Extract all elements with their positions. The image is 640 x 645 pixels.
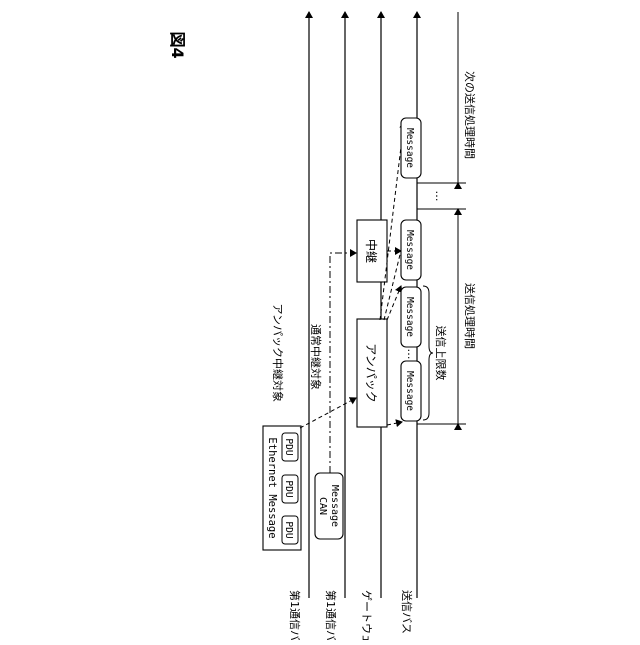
pdu-box: PDU — [282, 516, 298, 544]
next-message-label: Message — [404, 128, 415, 168]
send-limit-brace — [423, 286, 433, 420]
relay-message-box: Message — [401, 220, 421, 280]
next-message-box: Message — [401, 118, 421, 178]
can-message-line1: CAN — [317, 497, 328, 515]
pdu-label: PDU — [283, 438, 294, 455]
pdu-label: PDU — [283, 521, 294, 538]
arrow-unpack-to-message-2 — [387, 286, 401, 320]
relay-label: 中継 — [364, 239, 379, 263]
lane-label-bus1-b: 第1通信バス — [324, 590, 338, 640]
send-message-label: Message — [404, 297, 415, 337]
pdu-box: PDU — [282, 433, 298, 461]
label-send-limit: 送信上限数 — [434, 326, 448, 381]
arrow-can-to-relay — [330, 253, 356, 473]
lane-label-send-bus: 送信バス — [400, 590, 414, 634]
pdu-label: PDU — [283, 480, 294, 497]
relay-box: 中継 — [357, 220, 387, 282]
can-message-frame: CAN Message — [315, 473, 343, 539]
ethernet-message-frame: Ethernet Message PDU PDU PDU — [263, 426, 301, 550]
ethernet-message-title: Ethernet Message — [266, 437, 278, 538]
label-normal-relay-target: 通常中継対象 — [309, 324, 323, 390]
relay-message-label: Message — [404, 230, 415, 270]
gap-dots: … — [433, 191, 446, 202]
label-send-processing-time: 送信処理時間 — [463, 283, 477, 349]
can-message-line2: Message — [329, 485, 340, 527]
send-message-box: Message — [401, 287, 421, 347]
figure-title: 図4 — [168, 31, 187, 58]
lane-label-bus1-a: 第1通信バス — [288, 590, 302, 640]
arrow-unpack-to-message-1 — [387, 422, 402, 425]
between-messages-dots: … — [405, 349, 418, 360]
send-message-box: Message — [401, 361, 421, 421]
unpack-box: アンパック — [357, 319, 387, 427]
lane-label-gateway: ゲートウェイ — [360, 590, 373, 640]
unpack-label: アンパック — [364, 343, 378, 403]
pdu-box: PDU — [282, 475, 298, 503]
send-message-label: Message — [404, 371, 415, 411]
label-unpack-relay-target: アンパック中継対象 — [271, 303, 285, 402]
label-next-send-processing-time: 次の送信処理時間 — [463, 71, 477, 159]
